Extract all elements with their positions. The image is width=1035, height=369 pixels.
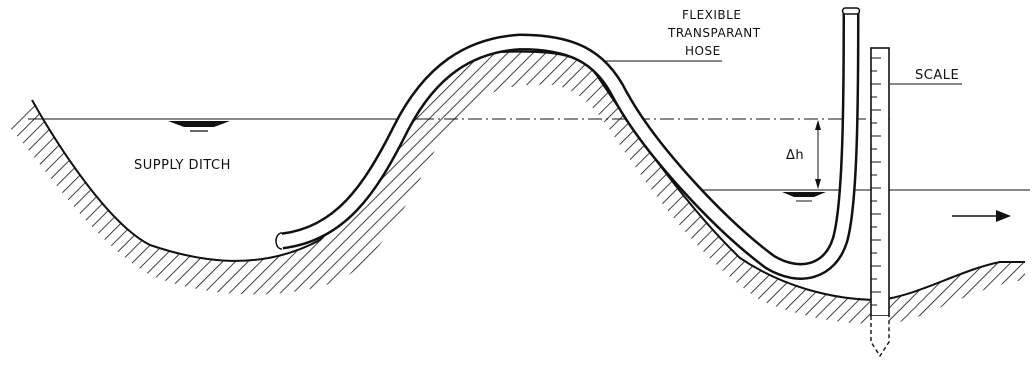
hose-label-line3: HOSE: [685, 44, 721, 58]
hose-label-line1: FLEXIBLE: [682, 8, 741, 22]
flexible-hose-inner: [281, 11, 857, 278]
hose-label-line2: TRANSPARANT: [667, 26, 761, 40]
delta-h-label: Δh: [786, 148, 804, 163]
scale-ticks: [871, 57, 881, 306]
flow-arrow-icon: [996, 210, 1011, 222]
scale-label: SCALE: [915, 68, 959, 83]
scale-staff: [870, 47, 890, 358]
supply-ditch-label: SUPPLY DITCH: [134, 158, 231, 173]
delta-h-arrow-top: [815, 120, 821, 130]
supply-water-symbol: [168, 121, 230, 127]
hose-top-end: [841, 7, 861, 15]
ground-hatching: [10, 51, 1025, 324]
downstream-water-symbol: [782, 192, 826, 197]
hose-inlet-end: [275, 232, 283, 250]
delta-h-arrow-bottom: [815, 179, 821, 189]
